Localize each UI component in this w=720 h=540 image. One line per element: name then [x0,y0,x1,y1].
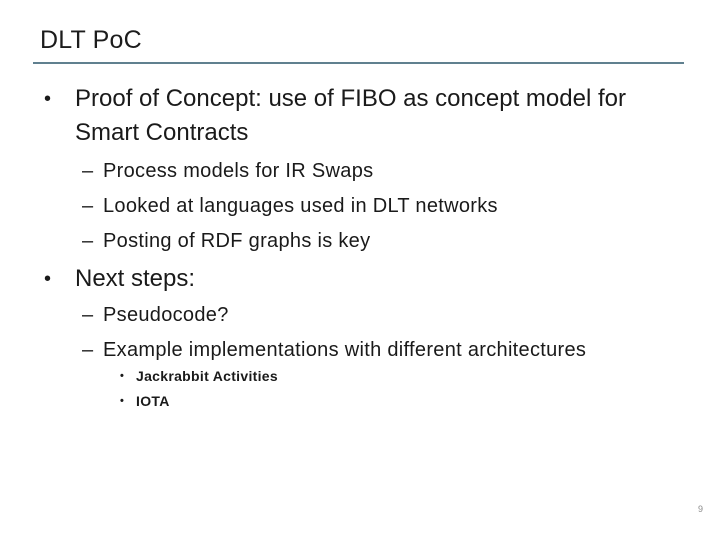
bullet-icon: • [44,268,52,290]
sub-bullet-text: Posting of RDF graphs is key [103,230,371,252]
bullet-text: Proof of Concept: use of FIBO as concept… [75,85,626,146]
dash-icon: – [82,160,94,182]
dash-icon: – [82,304,94,326]
dash-icon: – [82,339,94,361]
bullet-icon: • [120,370,125,382]
title-divider-line [33,62,684,64]
sub-bullet-item: – Pseudocode? [82,303,586,327]
sub-bullet-item: – Looked at languages used in DLT networ… [82,194,498,218]
sub-bullet-item: – Process models for IR Swaps [82,159,498,183]
sub-bullet-list-next-steps: – Pseudocode? – Example implementations … [82,303,586,373]
sub-bullet-text: Looked at languages used in DLT networks [103,195,498,217]
bullet-item-next-steps: • Next steps: [44,262,667,296]
sub-bullet-text: Example implementations with different a… [103,339,587,361]
sub-sub-bullet-text: IOTA [136,393,170,409]
sub-bullet-item: – Posting of RDF graphs is key [82,229,498,253]
sub-sub-bullet-list: • Jackrabbit Activities • IOTA [120,368,278,418]
sub-bullet-item: – Example implementations with different… [82,338,586,362]
sub-bullet-text: Process models for IR Swaps [103,160,374,182]
page-number: 9 [698,504,704,514]
sub-sub-bullet-text: Jackrabbit Activities [136,368,278,384]
sub-sub-bullet-item: • IOTA [120,393,278,410]
dash-icon: – [82,195,94,217]
sub-sub-bullet-item: • Jackrabbit Activities [120,368,278,385]
bullet-text: Next steps: [75,265,196,292]
dash-icon: – [82,230,94,252]
sub-bullet-list-poc: – Process models for IR Swaps – Looked a… [82,159,498,264]
bullet-icon: • [44,88,52,110]
bullet-item-proof-of-concept: • Proof of Concept: use of FIBO as conce… [44,82,667,150]
slide-title: DLT PoC [40,26,142,54]
bullet-icon: • [120,395,125,407]
sub-bullet-text: Pseudocode? [103,304,229,326]
